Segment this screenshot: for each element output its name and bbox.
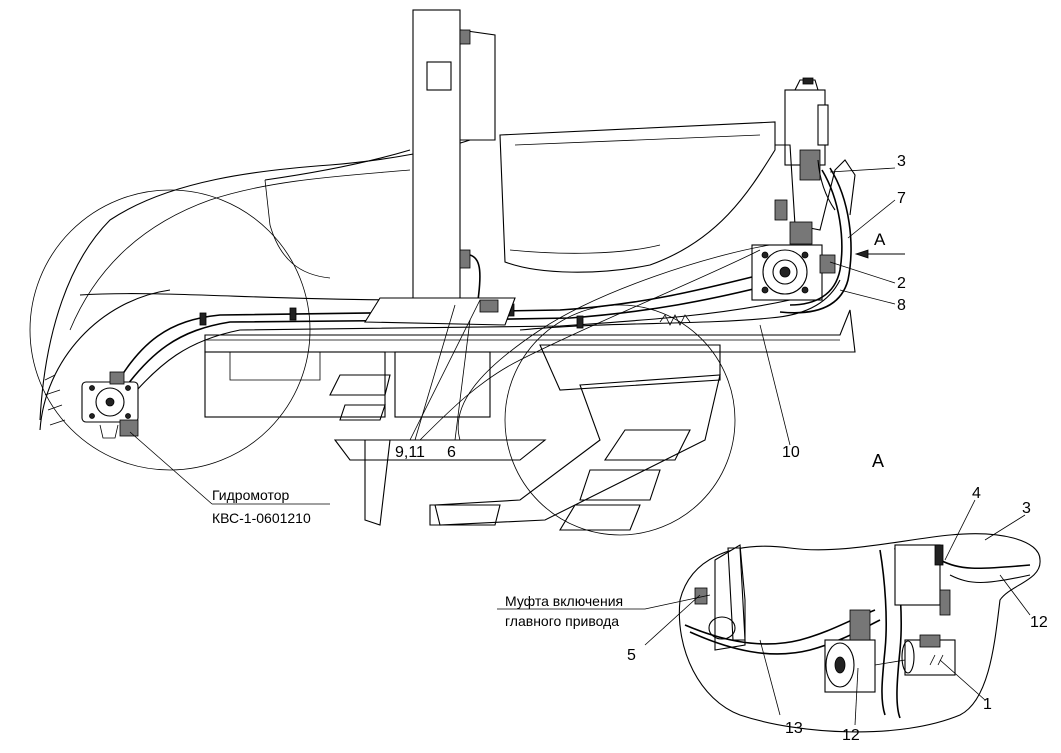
view-a-outline bbox=[678, 533, 1041, 733]
vertical-column bbox=[412, 9, 461, 306]
callout-4-view: 4 bbox=[972, 485, 981, 502]
cab-panel-inner bbox=[509, 134, 761, 254]
clutch-label-line2: главного привода bbox=[505, 613, 619, 629]
view-pump bbox=[824, 609, 956, 693]
pump-hose-up bbox=[817, 159, 836, 211]
hose-clamp-4 bbox=[576, 315, 584, 329]
callout-1-view: 1 bbox=[983, 696, 992, 713]
column-side-hose bbox=[469, 254, 481, 301]
callout-5-view: 5 bbox=[627, 647, 636, 664]
view-hose-long-1 bbox=[684, 609, 876, 645]
callout-7-main: 7 bbox=[897, 190, 906, 207]
callout-6-main: 6 bbox=[447, 444, 456, 461]
detail-circle-right bbox=[504, 304, 736, 536]
hose-spring bbox=[659, 314, 691, 326]
view-arrow-a-head bbox=[854, 249, 869, 259]
pump-hose-loop-1 bbox=[789, 169, 843, 306]
callout-3-view: 3 bbox=[1022, 500, 1031, 517]
hydromotor-label-line1: Гидромотор bbox=[212, 487, 290, 503]
callout-12-view-bottom: 12 bbox=[842, 727, 860, 744]
callout-2-main: 2 bbox=[897, 275, 906, 292]
main-leaders bbox=[129, 167, 896, 505]
hydraulic-line-c bbox=[119, 299, 791, 411]
hydromotor-label-line2: КВС-1-0601210 bbox=[212, 510, 311, 526]
clutch-label-line1: Муфта включения bbox=[505, 593, 623, 609]
plate-valve bbox=[479, 299, 499, 313]
callout-10-main: 10 bbox=[782, 444, 800, 461]
clutch-ring bbox=[708, 616, 736, 640]
callout-13-view: 13 bbox=[785, 720, 803, 737]
hose-clamp-2 bbox=[289, 307, 297, 321]
left-wheel-arc bbox=[39, 289, 171, 431]
chassis-beam bbox=[204, 309, 856, 353]
valve-fitting bbox=[934, 544, 944, 566]
tank-mid bbox=[394, 351, 491, 418]
hydraulic-line-b bbox=[114, 284, 771, 403]
callout-8-main: 8 bbox=[897, 297, 906, 314]
clutch-disk bbox=[727, 547, 746, 641]
hydromotor-left bbox=[81, 371, 139, 439]
callout-3-main: 3 bbox=[897, 153, 906, 170]
body-fold-left bbox=[264, 179, 331, 279]
cab-panel bbox=[499, 121, 776, 273]
tank-mid-top bbox=[229, 352, 321, 381]
pump-assembly-right bbox=[751, 77, 856, 301]
column-rear-post bbox=[459, 29, 496, 141]
hydraulic-line-a bbox=[109, 274, 761, 396]
pump-hose-loop-2 bbox=[779, 167, 852, 314]
body-cover-upper bbox=[264, 149, 411, 181]
body-cover-lower-line bbox=[79, 293, 411, 301]
left-wheel-hatch bbox=[44, 374, 66, 426]
column-clamp-top bbox=[459, 29, 471, 45]
step-ladder bbox=[329, 344, 721, 531]
column-clamp-mid bbox=[459, 249, 471, 269]
callout-12-view-right: 12 bbox=[1030, 614, 1048, 631]
body-cover-outline-inner bbox=[69, 169, 411, 331]
view-hose-right bbox=[939, 559, 1031, 570]
view-hose-vertical-1 bbox=[879, 549, 887, 716]
callout-A-main: А bbox=[874, 230, 886, 249]
view-a: А bbox=[497, 451, 1048, 744]
detail-circle-left bbox=[29, 189, 311, 471]
callout-9-11-main: 9,11 bbox=[395, 444, 425, 461]
valve-fitting-2 bbox=[939, 589, 951, 616]
main-view: А 3 7 2 8 10 9,11 6 Гидромотор КВС-1-060… bbox=[29, 9, 906, 536]
column-bracket bbox=[426, 61, 452, 91]
view-a-title: А bbox=[872, 451, 884, 471]
view-leaders bbox=[497, 499, 1031, 726]
hose-clamp-1 bbox=[199, 312, 207, 326]
valve-block bbox=[894, 544, 941, 606]
tank-left bbox=[204, 351, 386, 418]
view-hose-right-2 bbox=[949, 574, 1031, 584]
body-cover-outline bbox=[39, 139, 471, 421]
